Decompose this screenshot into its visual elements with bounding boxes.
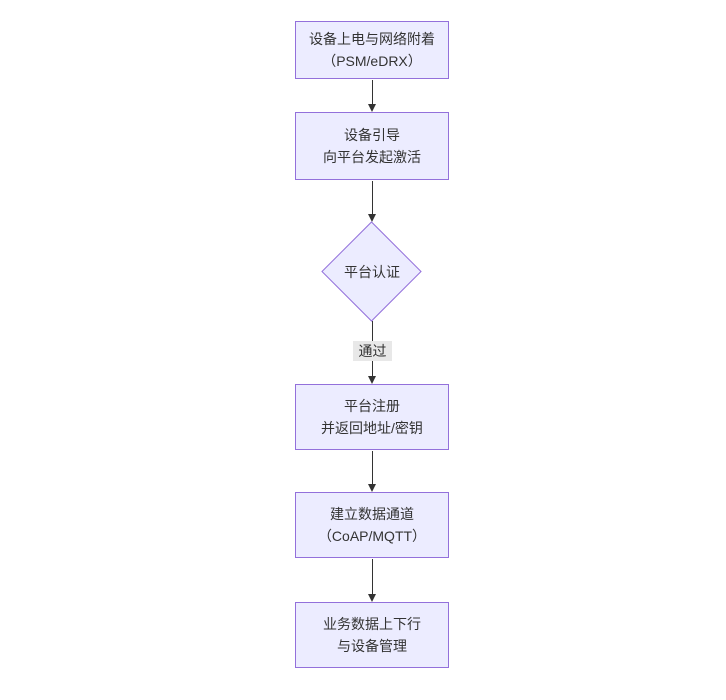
node-business-line1: 业务数据上下行 [323,616,421,632]
edge-bootstrap-to-auth [372,181,373,215]
node-data-channel-line1: 建立数据通道 [330,506,414,522]
node-bootstrap: 设备引导 向平台发起激活 [295,112,449,180]
node-register-line1: 平台注册 [344,398,400,414]
arrowhead-icon [368,376,376,384]
node-business-line2: 与设备管理 [337,638,407,654]
node-bootstrap-line1: 设备引导 [344,127,400,143]
node-data-channel-line2: （CoAP/MQTT） [317,528,427,544]
node-data-channel: 建立数据通道 （CoAP/MQTT） [295,492,449,558]
edge-power-to-bootstrap [372,80,373,105]
edge-register-to-channel [372,451,373,485]
node-platform-auth: 平台认证 [321,221,422,322]
node-power-attach-line2: （PSM/eDRX） [322,53,422,69]
arrowhead-icon [368,214,376,222]
arrowhead-icon [368,594,376,602]
node-power-attach-line1: 设备上电与网络附着 [309,31,435,47]
arrowhead-icon [368,104,376,112]
edge-label-pass: 通过 [353,341,392,361]
arrowhead-icon [368,484,376,492]
edge-channel-to-business [372,559,373,595]
node-register: 平台注册 并返回地址/密钥 [295,384,449,450]
node-bootstrap-line2: 向平台发起激活 [323,149,421,165]
node-power-attach: 设备上电与网络附着 （PSM/eDRX） [295,21,449,79]
node-register-line2: 并返回地址/密钥 [321,420,423,436]
node-business: 业务数据上下行 与设备管理 [295,602,449,668]
node-platform-auth-label: 平台认证 [344,264,400,280]
